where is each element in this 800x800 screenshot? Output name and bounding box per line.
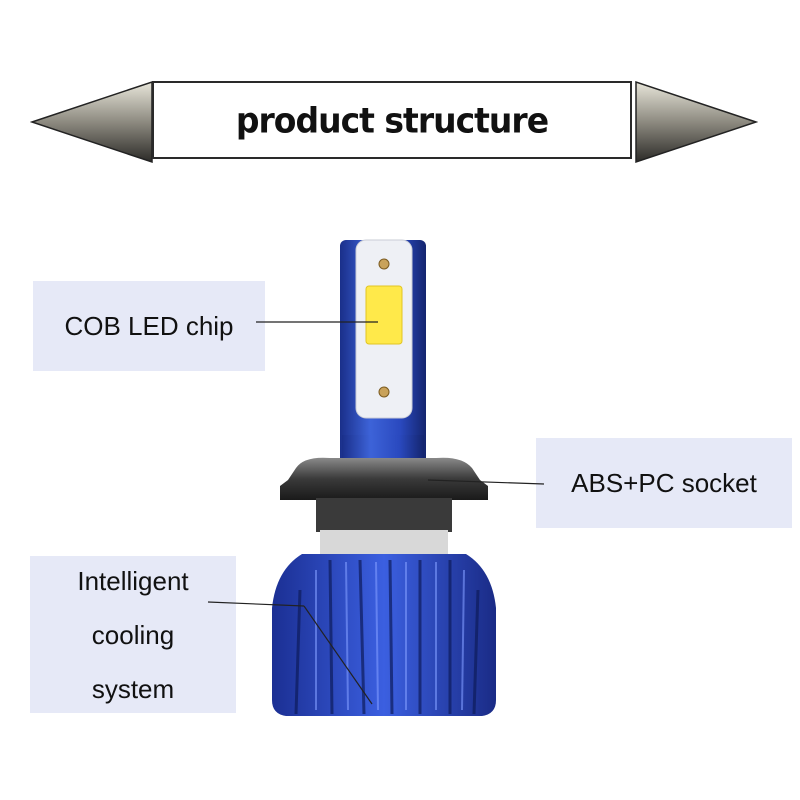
label-cool-line-3: system	[91, 673, 175, 704]
cob-led-chip	[365, 285, 403, 345]
right-arrow-icon	[635, 80, 758, 164]
label-cool-line-1: Intelligent	[77, 565, 189, 596]
chip-screw-bottom	[378, 386, 390, 398]
banner-title: product structure	[235, 99, 549, 141]
label-cob-text: COB LED chip	[64, 310, 234, 341]
label-cob-led-chip: COB LED chip	[33, 281, 265, 371]
chip-screw-top	[378, 258, 390, 270]
leader-abs	[427, 479, 545, 485]
leader-cooling	[207, 601, 305, 607]
led-bulb-illustration	[272, 239, 496, 716]
label-intelligent-cooling-system: Intelligent cooling system	[30, 556, 236, 713]
label-abs-pc-socket: ABS+PC socket	[536, 438, 792, 528]
cooling-fins	[272, 554, 496, 716]
banner-box: product structure	[152, 81, 632, 159]
label-abs-text: ABS+PC socket	[571, 467, 757, 498]
title-banner: product structure	[30, 78, 758, 168]
label-cool-line-2: cooling	[91, 619, 175, 650]
socket-ring	[280, 457, 488, 500]
leader-cooling-diag	[303, 605, 373, 705]
